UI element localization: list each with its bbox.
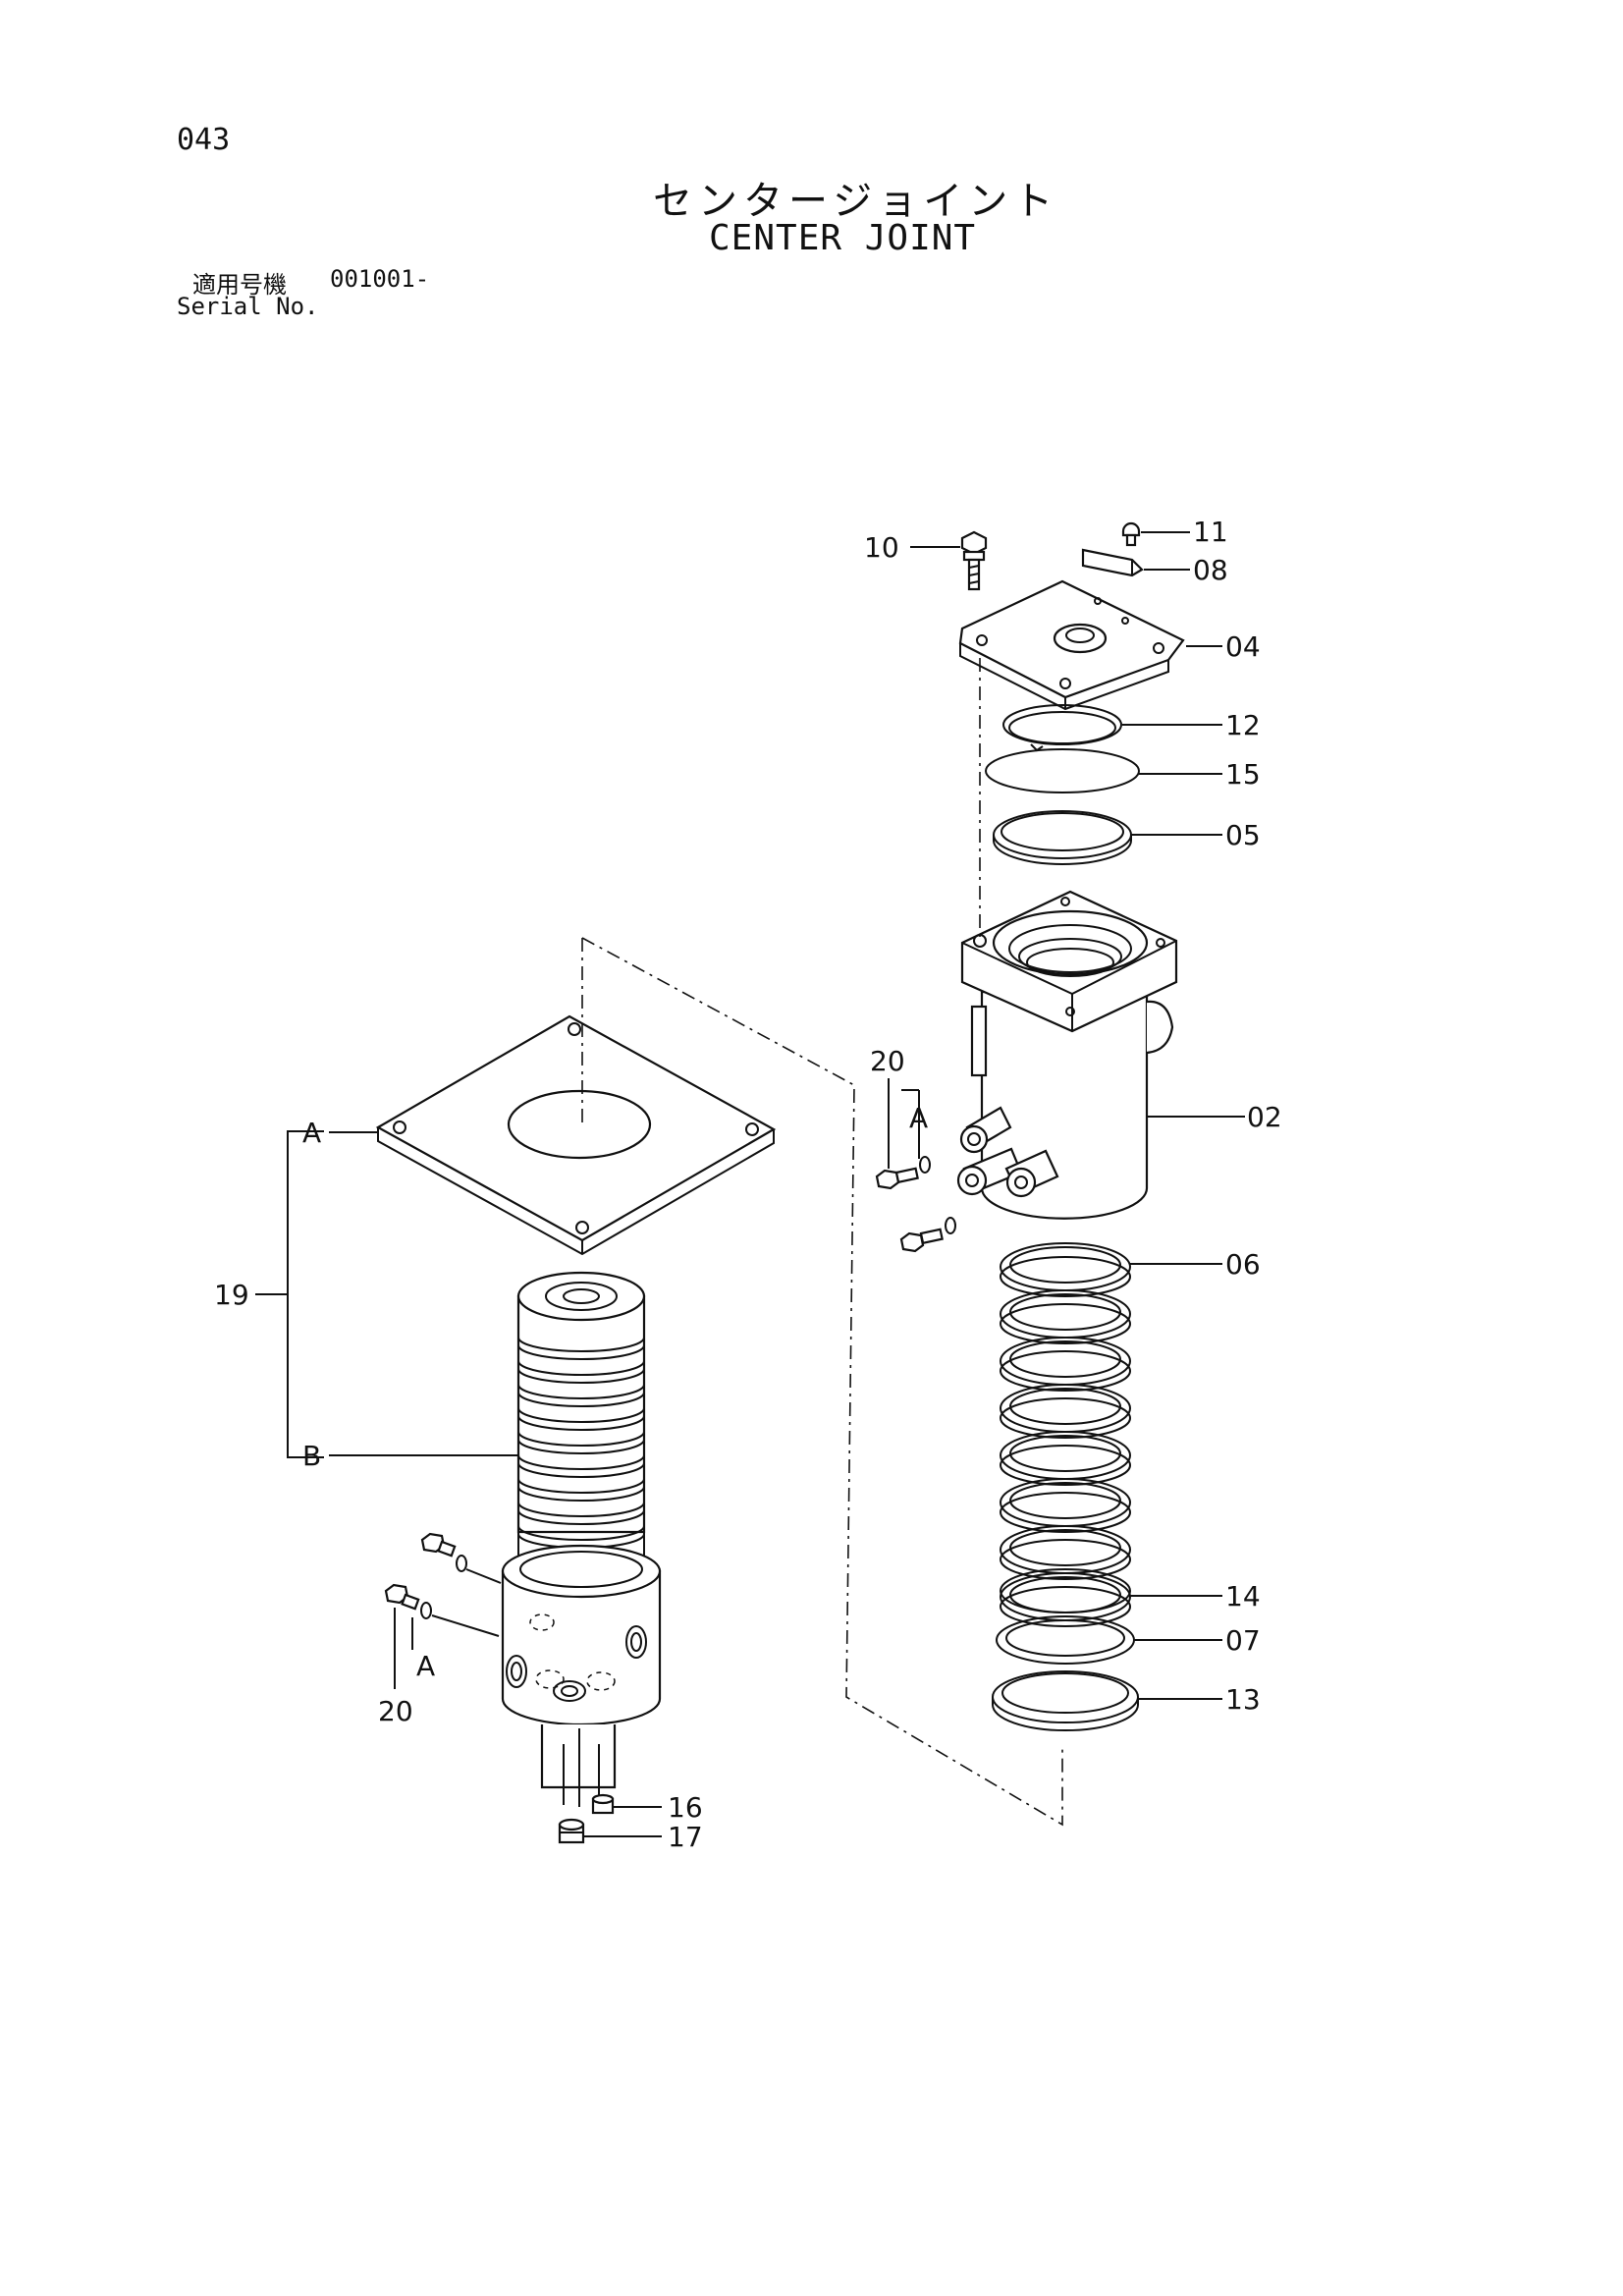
part-14-o-ring [1000, 1568, 1131, 1613]
callout-12: 12 [1225, 709, 1261, 741]
page-number: 043 [177, 123, 231, 157]
part-11-screw [1121, 521, 1141, 547]
serial-label-english: Serial No. [177, 293, 319, 320]
callout-11: 11 [1193, 516, 1228, 548]
part-17-plug [558, 1818, 585, 1844]
callout-04: 04 [1225, 630, 1261, 663]
callout-06: 06 [1225, 1248, 1261, 1281]
part-12-snap-ring [1002, 704, 1122, 752]
callout-A-right: A [909, 1102, 928, 1134]
part-15-o-ring [985, 748, 1140, 793]
part-04-cover [958, 579, 1185, 711]
serial-number: 001001- [330, 265, 430, 293]
callout-20-right: 20 [870, 1045, 905, 1077]
part-19-spindle [516, 1271, 646, 1549]
part-06-seal-stack [1000, 1242, 1131, 1627]
part-19-spindle-base [501, 1532, 662, 1807]
part-05-ring [993, 810, 1132, 865]
part-13-ring [992, 1670, 1139, 1731]
part-20-plug-left-lower [384, 1583, 432, 1619]
leader-A-right [901, 1089, 920, 1159]
leader-left-plug-upper [465, 1568, 502, 1584]
callout-02: 02 [1247, 1101, 1282, 1133]
callout-15: 15 [1225, 758, 1261, 791]
callout-14: 14 [1225, 1580, 1261, 1613]
bracket-19 [287, 1130, 324, 1458]
callout-07: 07 [1225, 1624, 1261, 1657]
part-20-plug-upper [875, 1156, 931, 1190]
assembly-bracket-line [581, 937, 1063, 1827]
callout-A-plate: A [302, 1117, 321, 1149]
callout-16: 16 [668, 1791, 703, 1824]
callout-05: 05 [1225, 819, 1261, 851]
serial-label-japanese: 適用号機 [192, 271, 287, 299]
callout-10: 10 [864, 531, 899, 564]
part-07-ring [996, 1615, 1135, 1665]
callout-A-left: A [416, 1650, 435, 1682]
callout-17: 17 [668, 1821, 703, 1853]
leader-left-plug-lower [431, 1614, 500, 1637]
part-19-plate [375, 1014, 777, 1256]
callout-20-left: 20 [378, 1695, 413, 1727]
part-08-plate [1081, 548, 1144, 577]
title-japanese: センタージョイント [653, 179, 1059, 224]
callout-13: 13 [1225, 1683, 1261, 1716]
part-20-plug-left-upper [420, 1532, 467, 1572]
part-16-plug [591, 1793, 615, 1815]
part-10-bolt [960, 530, 988, 591]
part-20-plug-lower [899, 1217, 956, 1253]
callout-08: 08 [1193, 554, 1228, 586]
callout-19: 19 [214, 1279, 249, 1311]
title-english: CENTER JOINT [709, 218, 977, 258]
callout-B-spindle: B [302, 1440, 321, 1472]
part-02-body [956, 890, 1178, 1220]
